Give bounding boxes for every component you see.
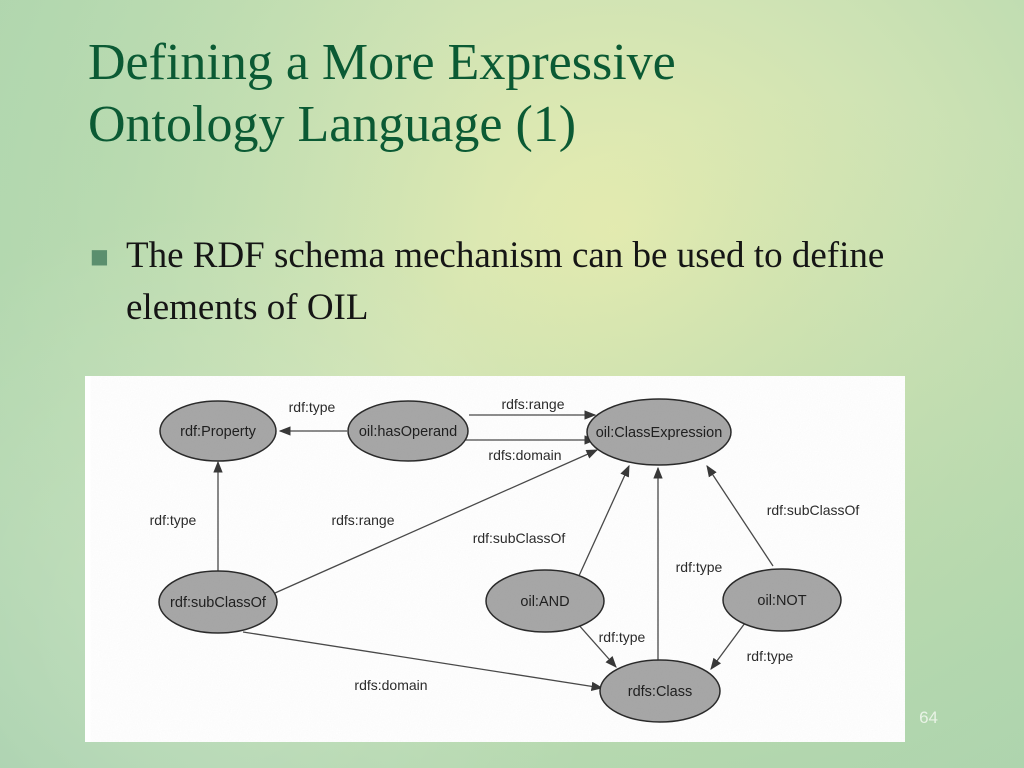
node-label-rdf-property: rdf:Property xyxy=(180,424,256,440)
node-rdfs-class xyxy=(599,659,721,723)
slide-title: Defining a More Expressive Ontology Lang… xyxy=(88,32,948,156)
node-oil-hasoperand xyxy=(347,400,469,462)
edge-label-hasoperand-type: rdf:type xyxy=(289,399,336,415)
node-oil-not xyxy=(722,568,842,632)
slide-title-line-2: Ontology Language (1) xyxy=(88,96,577,153)
edge-subclassof-domain xyxy=(242,631,604,692)
edge-label-and-subclassof: rdf:subClassOf xyxy=(473,530,566,546)
edge-and-subclassof xyxy=(577,464,630,579)
edge-label-and-type: rdf:type xyxy=(599,629,646,645)
node-rdf-subclassof xyxy=(158,570,278,634)
node-label-rdfs-class: rdfs:Class xyxy=(628,684,692,700)
slide-title-line-1: Defining a More Expressive xyxy=(88,34,676,91)
edge-label-class-type: rdf:type xyxy=(676,559,723,575)
edge-label-hasoperand-domain: rdfs:domain xyxy=(488,447,561,463)
edge-not-type xyxy=(710,622,746,670)
node-label-oil-hasoperand: oil:hasOperand xyxy=(359,424,457,440)
edge-label-hasoperand-range: rdfs:range xyxy=(501,396,564,412)
bullet-text: The RDF schema mechanism can be used to … xyxy=(126,235,885,328)
edge-and-type xyxy=(576,622,617,668)
diagram-svg: rdf:Property oil:hasOperand oil:ClassExp… xyxy=(150,396,860,723)
edge-label-subclassof-range: rdfs:range xyxy=(331,512,394,528)
bullet-item: ■ The RDF schema mechanism can be used t… xyxy=(90,230,950,334)
page-number: 64 xyxy=(919,708,938,727)
edge-subclassof-range xyxy=(274,449,599,594)
node-label-rdf-subclassof: rdf:subClassOf xyxy=(170,595,267,611)
edge-label-subclassof-domain: rdfs:domain xyxy=(354,677,427,693)
square-bullet-icon: ■ xyxy=(90,244,109,268)
edge-label-not-subclassof: rdf:subClassOf xyxy=(767,502,860,518)
edge-not-subclassof xyxy=(706,465,774,567)
ontology-diagram: rdf:Property oil:hasOperand oil:ClassExp… xyxy=(85,376,905,742)
node-label-oil-not: oil:NOT xyxy=(757,593,806,609)
node-rdf-property xyxy=(159,400,277,462)
node-oil-classexpression xyxy=(586,398,732,466)
node-label-oil-and: oil:AND xyxy=(520,594,569,610)
node-oil-and xyxy=(485,569,605,633)
edge-label-not-type: rdf:type xyxy=(747,648,794,664)
edge-label-subclassof-type: rdf:type xyxy=(150,512,197,528)
node-label-oil-classexpression: oil:ClassExpression xyxy=(596,425,723,441)
